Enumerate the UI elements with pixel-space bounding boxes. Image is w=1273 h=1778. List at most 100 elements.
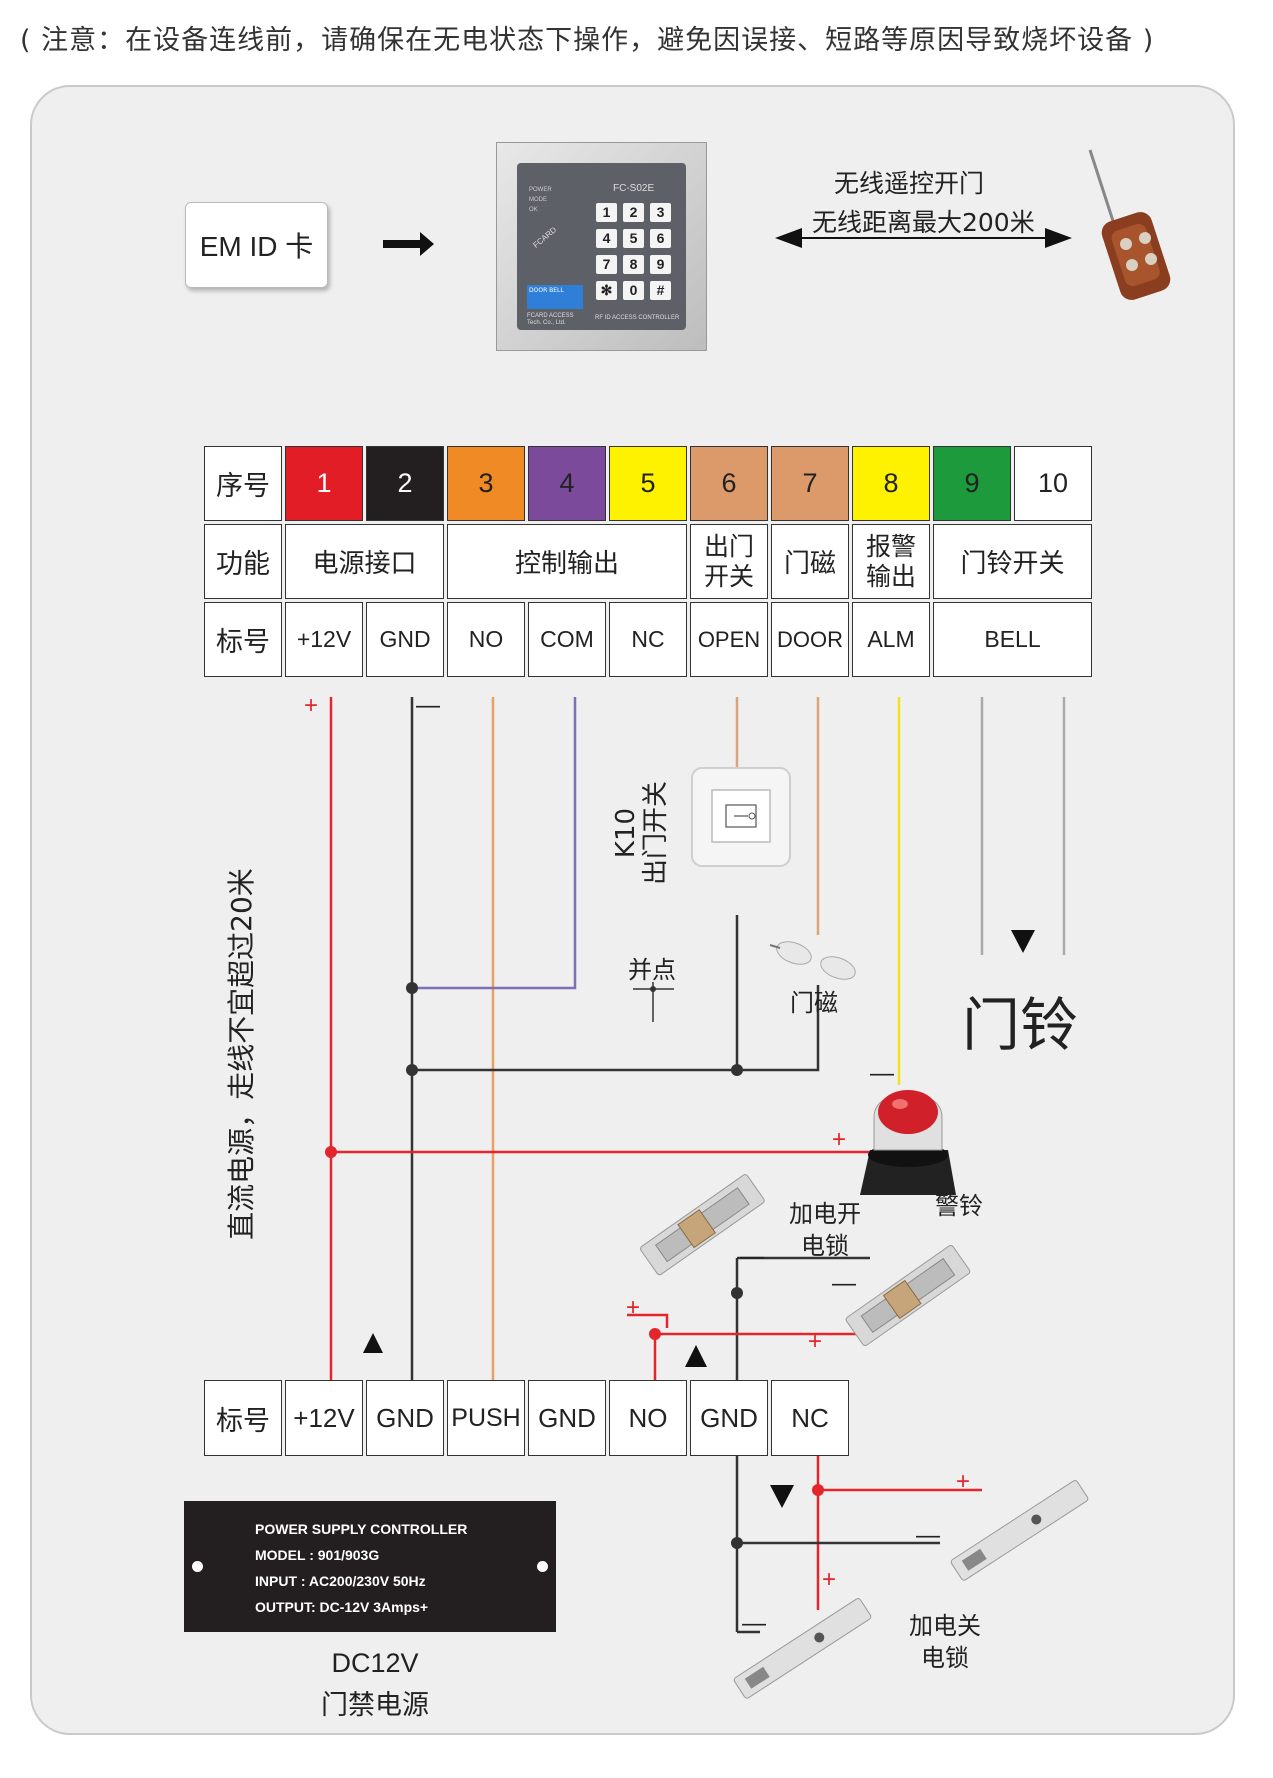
door-magnet-label: 门磁 — [790, 989, 838, 1017]
key-6[interactable]: 6 — [650, 229, 671, 248]
fail-safe-lock-label: 加电关 电锁 — [909, 1612, 981, 1672]
led-ok-label: OK — [529, 207, 538, 213]
polarity-minus: — — [742, 1610, 766, 1637]
polarity-minus: — — [740, 1243, 764, 1270]
function-doorbell: 门铃开关 — [933, 524, 1092, 599]
exit-switch-label-wrap: K10 出门开关 — [606, 758, 676, 888]
dc-voltage-label: DC12V — [331, 1648, 419, 1678]
psu-terminal-label: NC — [771, 1380, 849, 1456]
key-0[interactable]: 0 — [623, 281, 644, 300]
psu-terminal-label: GND — [690, 1380, 768, 1456]
terminal-number: 2 — [366, 446, 444, 521]
key-hash[interactable]: # — [650, 281, 671, 300]
terminal-table: 序号 1 2 3 4 5 6 7 8 9 10 功能 电源接口 控制输出 出门 … — [201, 443, 1095, 680]
row-header-number: 序号 — [204, 446, 282, 521]
door-bell-button[interactable]: DOOR BELL — [527, 285, 583, 309]
psu-terminal-label: GND — [366, 1380, 444, 1456]
polarity-plus: + — [626, 1294, 641, 1321]
junction-dot — [406, 982, 418, 994]
psu-model: MODEL : 901/903G — [255, 1547, 380, 1563]
junction-dot — [731, 1287, 743, 1299]
power-note-wrap: 直流电源，走线不宜超过20米 — [225, 868, 258, 1240]
keypad-maker: FCARD ACCESS Tech. Co., Ltd. — [527, 313, 574, 326]
function-exit-switch: 出门 开关 — [690, 524, 768, 599]
mounting-hole — [537, 1561, 548, 1572]
terminal-label: OPEN — [690, 602, 768, 677]
key-1[interactable]: 1 — [596, 203, 617, 222]
keypad-model: FC-S02E — [613, 183, 655, 194]
key-4[interactable]: 4 — [596, 229, 617, 248]
strike-lock-icon — [845, 1244, 971, 1347]
keypad-face: FC-S02E POWER MODE OK FCARD 1 2 3 4 5 6 … — [517, 163, 686, 330]
terminal-number: 4 — [528, 446, 606, 521]
junction-dot — [812, 1484, 824, 1496]
terminal-number: 8 — [852, 446, 930, 521]
polarity-plus: + — [822, 1566, 837, 1593]
terminal-number: 3 — [447, 446, 525, 521]
wire-com — [412, 697, 577, 990]
row-header-label: 标号 — [204, 602, 282, 677]
terminal-label: COM — [528, 602, 606, 677]
key-3[interactable]: 3 — [650, 203, 671, 222]
led-power-label: POWER — [529, 187, 552, 193]
terminal-number: 10 — [1014, 446, 1092, 521]
junction-dot — [731, 1064, 743, 1076]
psu-terminal-label: +12V — [285, 1380, 363, 1456]
polarity-minus: — — [916, 1522, 940, 1549]
terminal-function-row: 功能 电源接口 控制输出 出门 开关 门磁 报警 输出 门铃开关 — [204, 524, 1092, 599]
terminal-label: NO — [447, 602, 525, 677]
key-7[interactable]: 7 — [596, 255, 617, 274]
function-control-output: 控制输出 — [447, 524, 687, 599]
key-2[interactable]: 2 — [623, 203, 644, 222]
triangle-marker — [363, 1333, 383, 1353]
psu-terminal-label: PUSH — [447, 1380, 525, 1456]
key-9[interactable]: 9 — [650, 255, 671, 274]
terminal-label: +12V — [285, 602, 363, 677]
terminal-number: 7 — [771, 446, 849, 521]
psu-row-header: 标号 — [204, 1380, 282, 1456]
exit-button-icon — [691, 767, 791, 867]
psu-output: OUTPUT: DC-12V 3Amps+ — [255, 1599, 429, 1615]
polarity-plus: + — [808, 1328, 823, 1355]
terminal-label: DOOR — [771, 602, 849, 677]
psu-input: INPUT : AC200/230V 50Hz — [255, 1573, 426, 1589]
card-to-reader-arrow — [383, 232, 434, 256]
junction-dot — [731, 1537, 743, 1549]
keypad-product: RF ID ACCESS CONTROLLER — [595, 315, 680, 321]
bolt-lock-icon — [950, 1480, 1089, 1581]
doorbell-label: 门铃 — [962, 991, 1079, 1059]
wire-door-return — [737, 985, 820, 1072]
wireless-range-label: 无线距离最大200米 — [812, 208, 1035, 237]
junction-dot — [325, 1146, 337, 1158]
safety-notice: ( 注意：在设备连线前，请确保在无电状态下操作，避免因误接、短路等原因导致烧坏设… — [20, 25, 1155, 56]
polarity-minus: — — [416, 692, 440, 719]
terminal-label-row: 标号 +12V GND NO COM NC OPEN DOOR ALM BELL — [204, 602, 1092, 677]
psu-terminal-table: 标号 +12V GND PUSH GND NO GND NC — [201, 1377, 852, 1459]
em-id-card: EM ID 卡 — [185, 202, 328, 288]
terminal-number-row: 序号 1 2 3 4 5 6 7 8 9 10 — [204, 446, 1092, 521]
doorbell-arrow — [1011, 930, 1035, 953]
strike-lock-icon — [640, 1174, 765, 1276]
psu-title: POWER SUPPLY CONTROLLER — [255, 1521, 468, 1537]
bolt-lock-icon — [733, 1598, 872, 1699]
terminal-label: ALM — [852, 602, 930, 677]
function-alarm-output: 报警 输出 — [852, 524, 930, 599]
terminal-number: 5 — [609, 446, 687, 521]
polarity-minus: — — [832, 1270, 856, 1297]
access-power-label: 门禁电源 — [321, 1690, 429, 1721]
parallel-label: 并点 — [628, 956, 676, 984]
fail-secure-lock-label: 加电开 电锁 — [789, 1200, 861, 1260]
triangle-marker — [685, 1345, 707, 1367]
psu-terminal-label: GND — [528, 1380, 606, 1456]
polarity-minus: — — [870, 1060, 894, 1087]
row-header-function: 功能 — [204, 524, 282, 599]
key-5[interactable]: 5 — [623, 229, 644, 248]
terminal-label: NC — [609, 602, 687, 677]
key-8[interactable]: 8 — [623, 255, 644, 274]
polarity-plus: + — [956, 1468, 971, 1495]
mounting-hole — [192, 1561, 203, 1572]
terminal-label: GND — [366, 602, 444, 677]
polarity-plus: + — [832, 1126, 847, 1153]
key-star[interactable]: ✻ — [596, 281, 617, 300]
function-door-contact: 门磁 — [771, 524, 849, 599]
